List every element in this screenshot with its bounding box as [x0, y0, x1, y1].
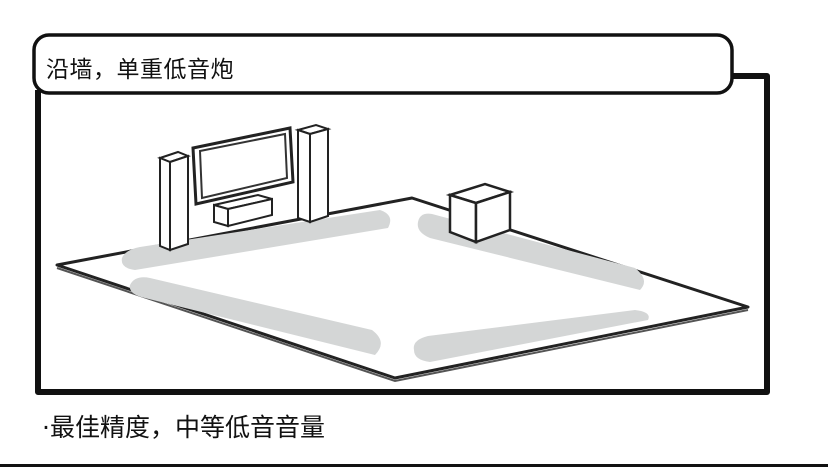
- title-box: [32, 33, 734, 95]
- diagram-frame: [35, 73, 770, 395]
- diagram-title: 沿墙，单重低音炮: [46, 57, 234, 83]
- divider-line: [0, 464, 828, 467]
- right-tower-speaker: [294, 123, 332, 224]
- left-tower-speaker: [157, 150, 191, 252]
- bass-zone-back-left: [121, 210, 391, 270]
- bass-zone-front-right: [413, 310, 649, 362]
- bass-zone-front-left: [129, 277, 381, 355]
- tv-screen: [191, 126, 295, 206]
- center-speaker: [213, 193, 273, 228]
- subwoofer-cube: [445, 182, 515, 244]
- floor-edge: [56, 267, 749, 383]
- diagram-caption: ·最佳精度，中等低音音量: [42, 413, 325, 442]
